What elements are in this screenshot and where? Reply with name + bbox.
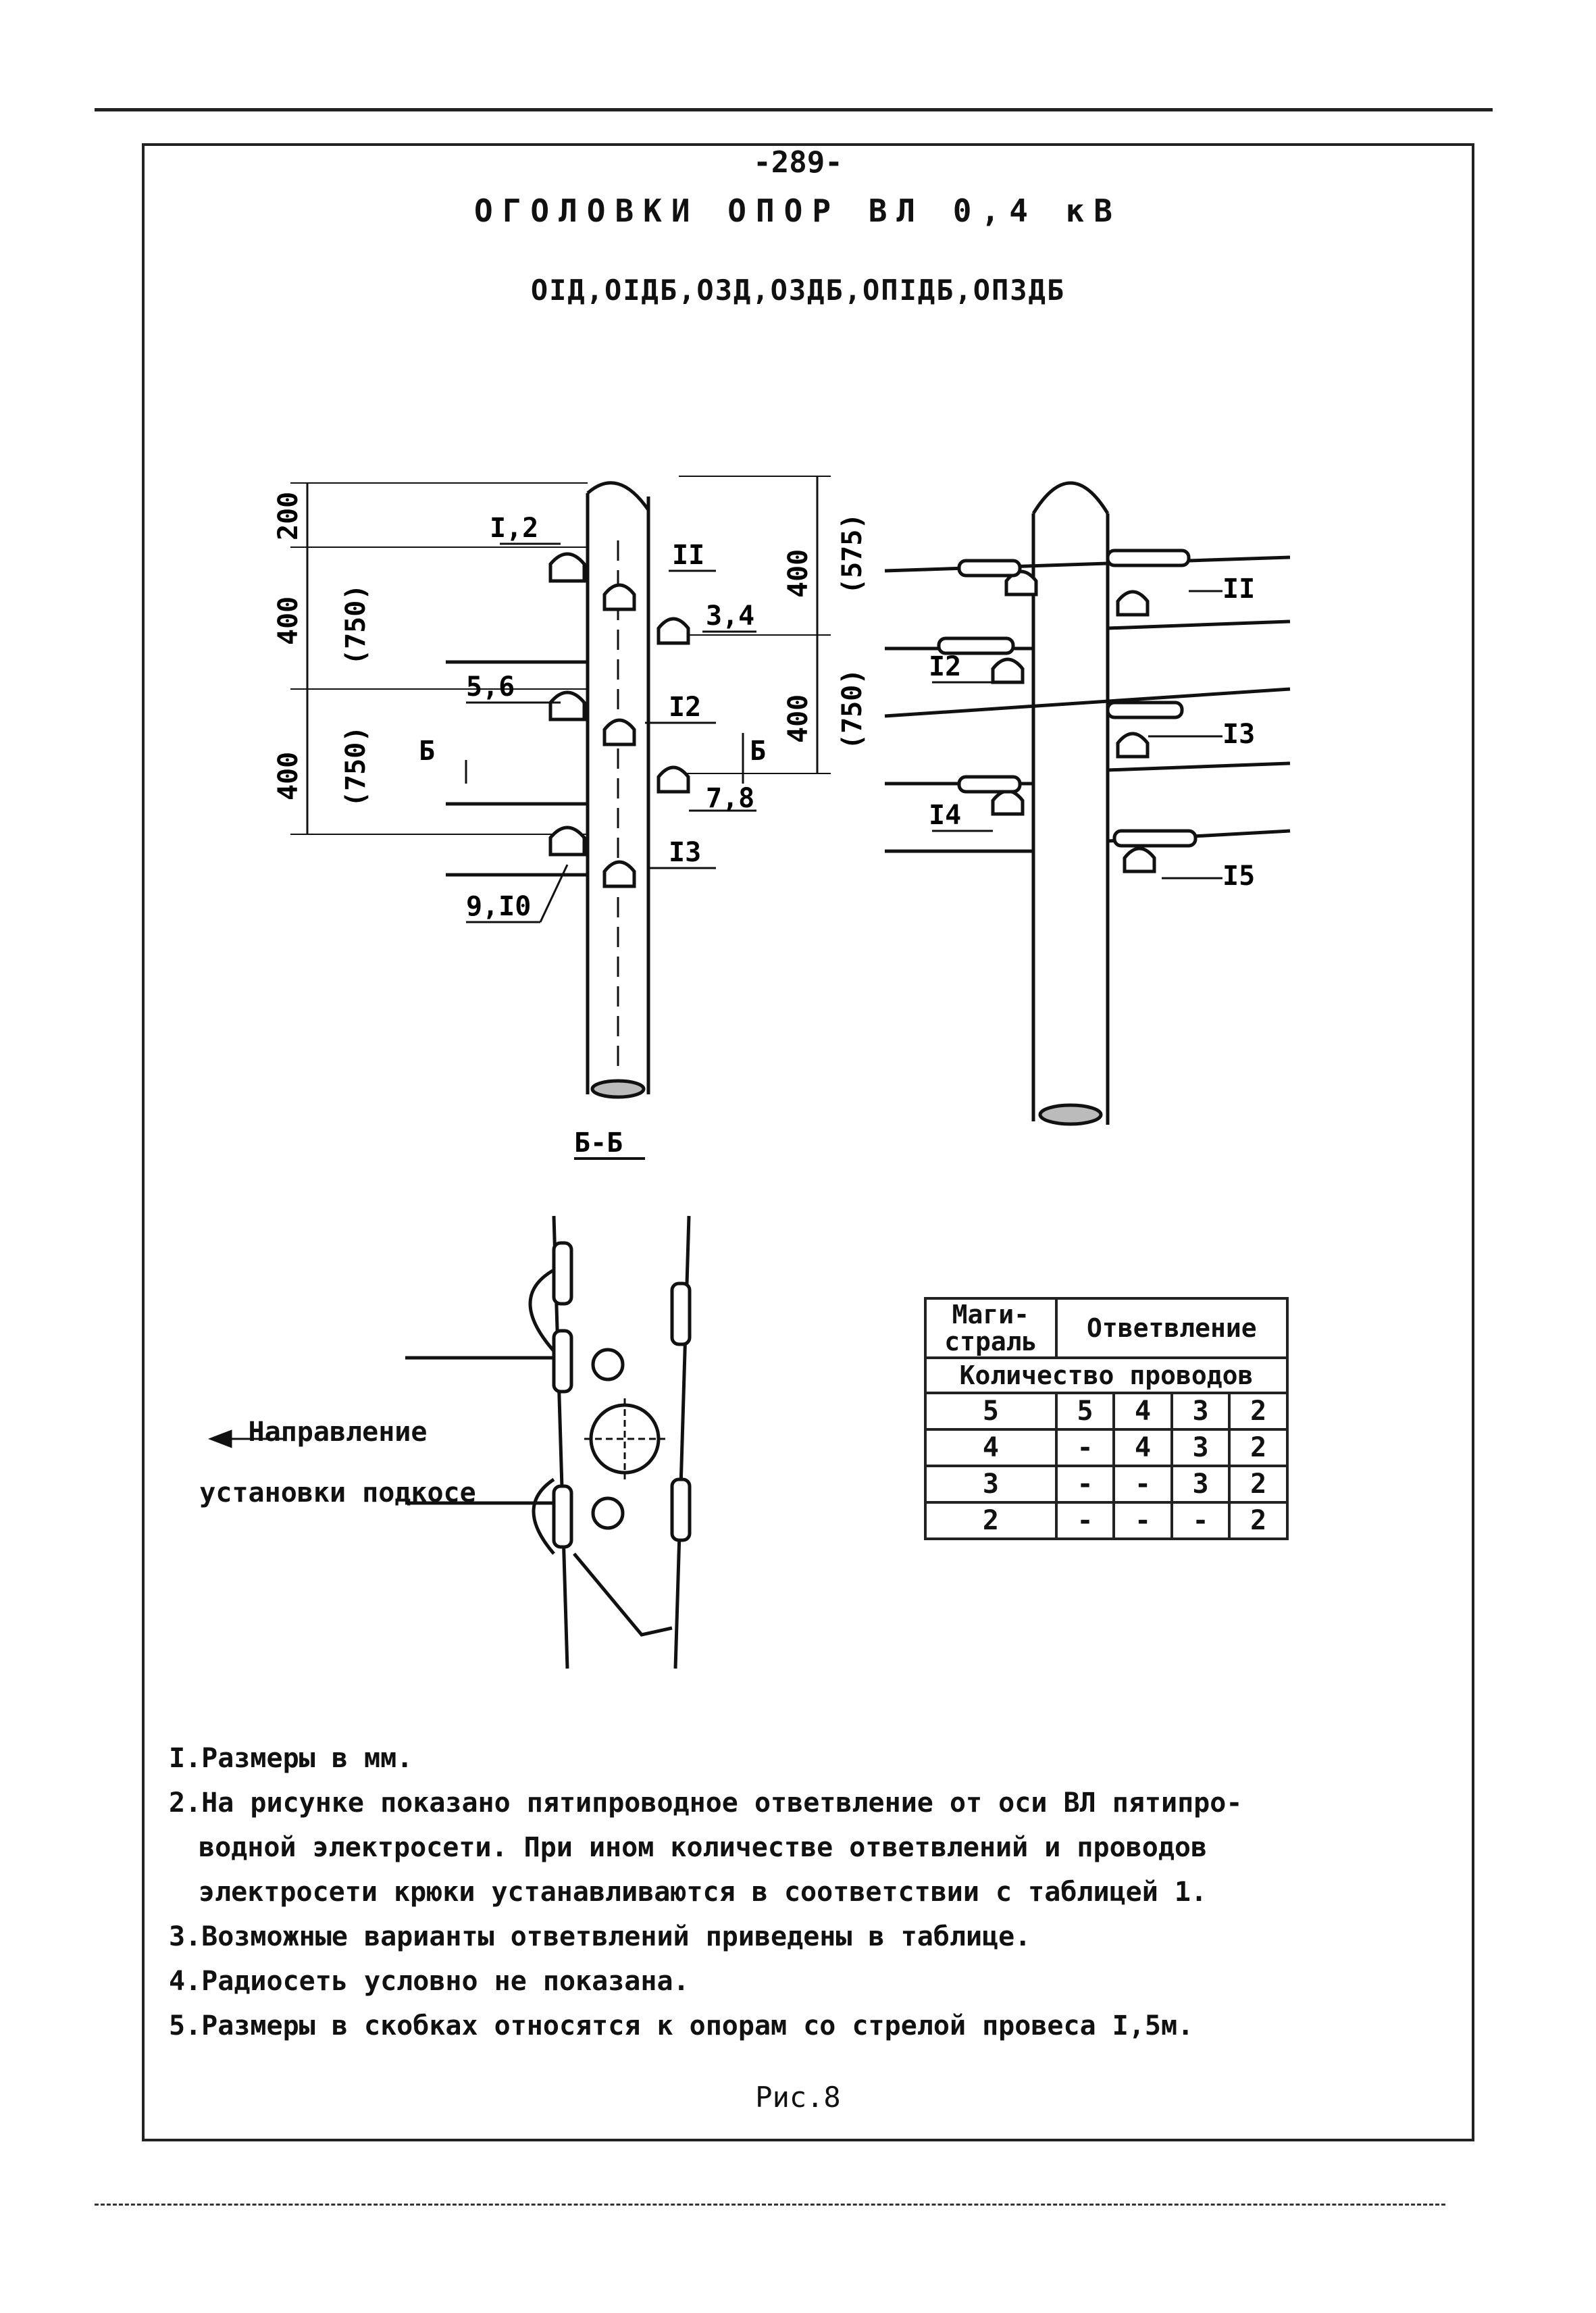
note-5: 5.Размеры в скобках относятся к опорам с… [169,2010,1194,2041]
table-row: 4 - 4 3 2 [924,1428,1289,1467]
dim-400-right-lower: 400 [783,694,814,743]
table-cell: 2 [1228,1501,1289,1540]
page-title: ОГОЛОВКИ ОПОР ВЛ 0,4 кВ [474,193,1122,229]
callout-11: II [672,540,704,571]
table-cell: - [1054,1465,1116,1504]
dim-400-upper: 400 [273,596,304,645]
table-cell: 3 [924,1465,1058,1504]
left-pole [586,481,650,1099]
callout-right-14: I4 [929,800,961,831]
dim-400-lower: 400 [273,752,304,800]
table-cell: 2 [1228,1428,1289,1467]
section-mark-left: Б [419,736,435,767]
callout-right-12: I2 [929,651,961,682]
table-cell: - [1170,1501,1231,1540]
table-header-row: Маги- страль Ответвление [924,1297,1289,1359]
right-callout-labels: II I2 I3 I4 I5 [929,574,1255,892]
right-pole [1031,481,1110,1126]
table-subheader: Количество проводов [924,1356,1289,1394]
table-cell: 5 [1054,1392,1116,1431]
dim-575-right: (575) [837,513,868,594]
callout-right-13: I3 [1222,719,1255,750]
table-cell: 3 [1170,1465,1231,1504]
direction-label-line2: установки подкосе [199,1477,476,1508]
section-mark-right: Б [750,736,766,767]
callout-12: I2 [669,692,701,723]
table-cell: - [1054,1428,1116,1467]
table-header-branch: Ответвление [1054,1297,1289,1359]
dim-200: 200 [273,492,304,540]
direction-label: Направление установки подкосе [169,1402,507,1523]
table-cell: 2 [924,1501,1058,1540]
left-leaders [465,542,756,923]
dim-400-right-upper: 400 [783,549,814,598]
branch-table: Маги- страль Ответвление Количество пров… [924,1297,1289,1540]
right-leaders [932,590,1222,880]
callout-7-8: 7,8 [706,783,754,814]
callout-right-15: I5 [1222,861,1255,892]
note-1: I.Размеры в мм. [169,1743,413,1774]
dim-750-lower: (750) [340,726,371,807]
note-4: 4.Радиосеть условно не показана. [169,1966,690,1997]
table-cell: 2 [1228,1465,1289,1504]
page-frame [142,143,1474,2141]
table-cell: 3 [1170,1428,1231,1467]
table-cell: 4 [924,1428,1058,1467]
table-cell: 4 [1112,1392,1173,1431]
table-cell: 3 [1170,1392,1231,1431]
note-2-cont-1: водной электросети. При ином количестве … [199,1832,1208,1863]
right-insulators [937,549,1198,873]
left-dim-labels: 200 400 (750) 400 (750) 400 (575) 400 (7… [273,492,868,807]
note-2-cont-2: электросети крюки устанавливаются в соот… [199,1877,1208,1908]
figure-caption: Рис.8 [755,2081,841,2114]
page-number: -289- [753,145,843,180]
left-wires [446,660,588,877]
dim-750-upper: (750) [340,584,371,665]
notes-block: I.Размеры в мм. 2.На рисунке показано пя… [169,1736,1452,2048]
table-row: 2 - - - 2 [924,1501,1289,1540]
note-3: 3.Возможные варианты ответвлений приведе… [169,1921,1031,1952]
table-cell: 4 [1112,1428,1173,1467]
page-subtitle: ОIД,ОIДБ,ОЗД,ОЗДБ,ОПIДБ,ОПЗДБ [530,274,1066,307]
callout-right-11: II [1222,574,1255,605]
table-subheader-row: Количество проводов [924,1356,1289,1394]
left-dimensions [290,476,831,835]
table-cell: - [1054,1501,1116,1540]
callout-1-2: I,2 [490,513,538,544]
table-cell: 2 [1228,1392,1289,1431]
direction-label-line1: Направление [248,1417,428,1448]
callout-5-6: 5,6 [466,671,515,703]
callout-3-4: 3,4 [706,601,754,632]
table-cell: 5 [924,1392,1058,1431]
table-cell: - [1112,1465,1173,1504]
note-2: 2.На рисунке показано пятипроводное отве… [169,1787,1243,1819]
left-callout-labels: I,2 II 3,4 5,6 I2 7,8 I3 9,I0 Б Б [419,513,766,922]
callout-9-10: 9,I0 [466,891,531,922]
callout-13: I3 [669,837,701,868]
left-insulators [548,552,690,888]
table-header-main: Маги- страль [924,1297,1058,1359]
dim-750-right: (750) [837,669,868,750]
section-title: Б-Б [574,1127,623,1159]
frame-bottom-line [95,2204,1445,2206]
section-bb-drawing [208,1215,692,1669]
table-row: 3 - - 3 2 [924,1465,1289,1504]
table-cell: - [1112,1501,1173,1540]
frame-top-line [95,108,1493,111]
table-row: 5 5 4 3 2 [924,1392,1289,1431]
